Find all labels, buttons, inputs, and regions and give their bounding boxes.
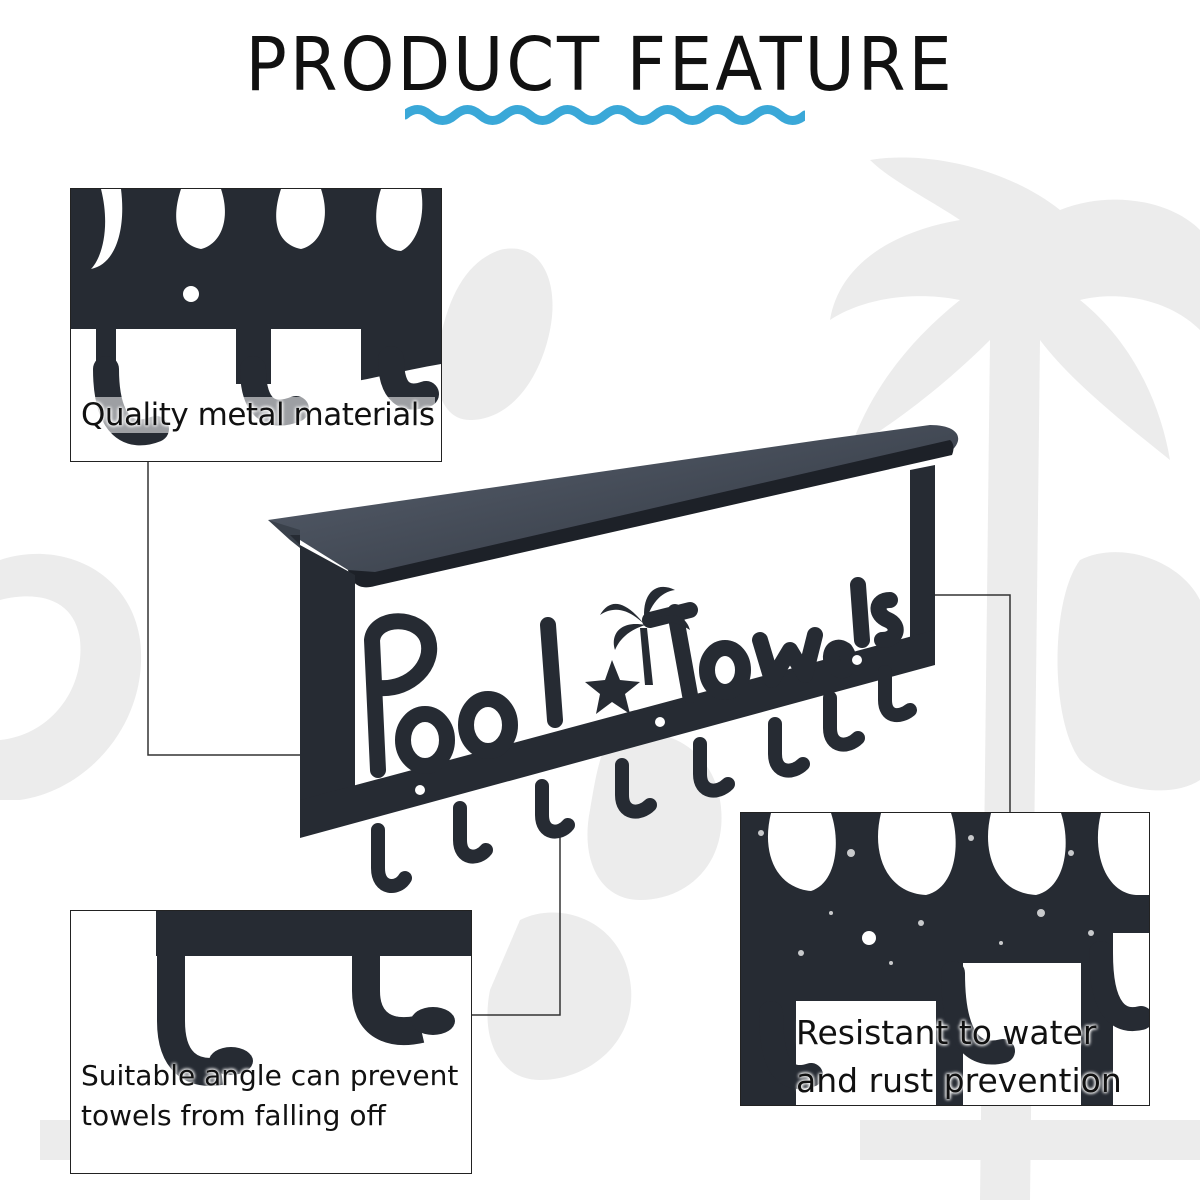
feature-water-line1: Resistant to water [796, 1013, 1097, 1052]
feature-angle-label: Suitable angle can prevent towels from f… [81, 1056, 471, 1136]
feature-angle-line1: Suitable angle can prevent [81, 1059, 459, 1092]
callout-suitable-angle: Suitable angle can prevent towels from f… [70, 910, 472, 1174]
page-title: PRODUCT FEATURE [245, 22, 955, 108]
hook-angle-closeup-image [71, 911, 471, 1173]
callout-water-resistant: Resistant to water and rust prevention [740, 812, 1150, 1106]
feature-water-line2: and rust prevention [796, 1061, 1122, 1100]
wave-underline-decoration [405, 105, 805, 125]
feature-angle-line2: towels from falling off [81, 1099, 386, 1132]
callout-quality-metal: Quality metal materials [70, 188, 442, 462]
wet-hooks-closeup-image [741, 813, 1149, 1105]
feature-quality-label: Quality metal materials [81, 397, 435, 433]
feature-water-label: Resistant to water and rust prevention [796, 1009, 1136, 1105]
